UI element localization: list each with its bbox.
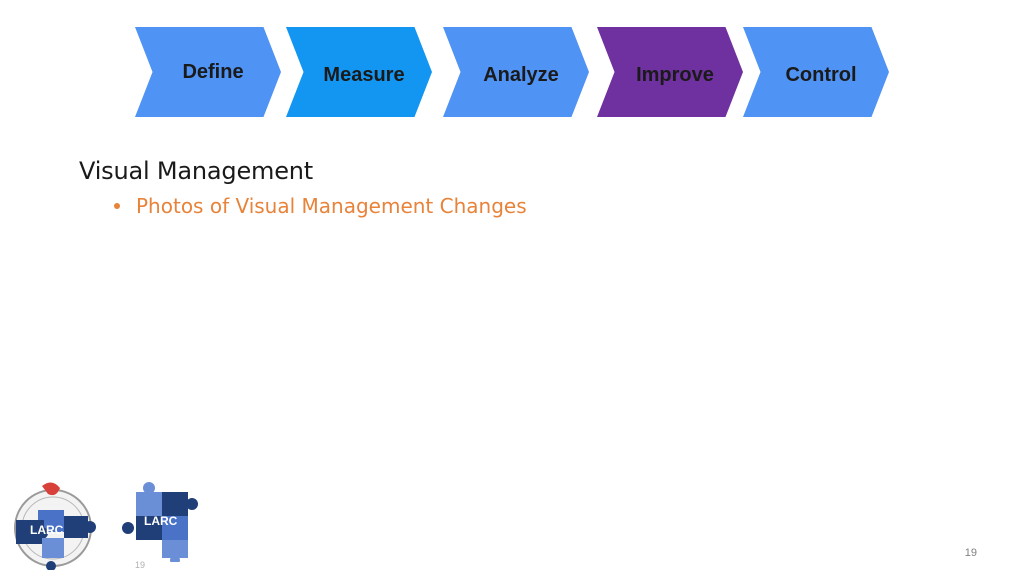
dmaic-process-flow: Define Measure Analyze Improve Control [0,0,1024,140]
step-control-label: Control [785,63,857,86]
bullet-dot-icon [114,203,120,209]
larc-puzzle-logo: LARC [122,482,198,562]
bullet-list: Photos of Visual Management Changes [114,194,527,218]
seal-logo-text: LARC [30,523,64,537]
step-analyze-label: Analyze [483,63,559,86]
step-improve-label: Improve [636,63,714,86]
section-title: Visual Management [79,157,313,185]
step-analyze: Analyze [443,27,589,117]
page-number: 19 [964,547,977,559]
puzzle-logo-text: LARC [144,514,178,528]
step-define-label: Define [182,61,244,83]
step-measure-label: Measure [323,63,405,86]
footer-small-page-number: 19 [135,560,146,570]
step-improve: Improve [597,27,743,117]
step-define: Define [135,27,281,117]
larc-seal-puzzle-logo: LARC [14,482,96,570]
bullet-item: Photos of Visual Management Changes [114,194,527,218]
step-control: Control [743,27,889,117]
step-measure: Measure [286,27,432,117]
bullet-text: Photos of Visual Management Changes [136,194,527,218]
